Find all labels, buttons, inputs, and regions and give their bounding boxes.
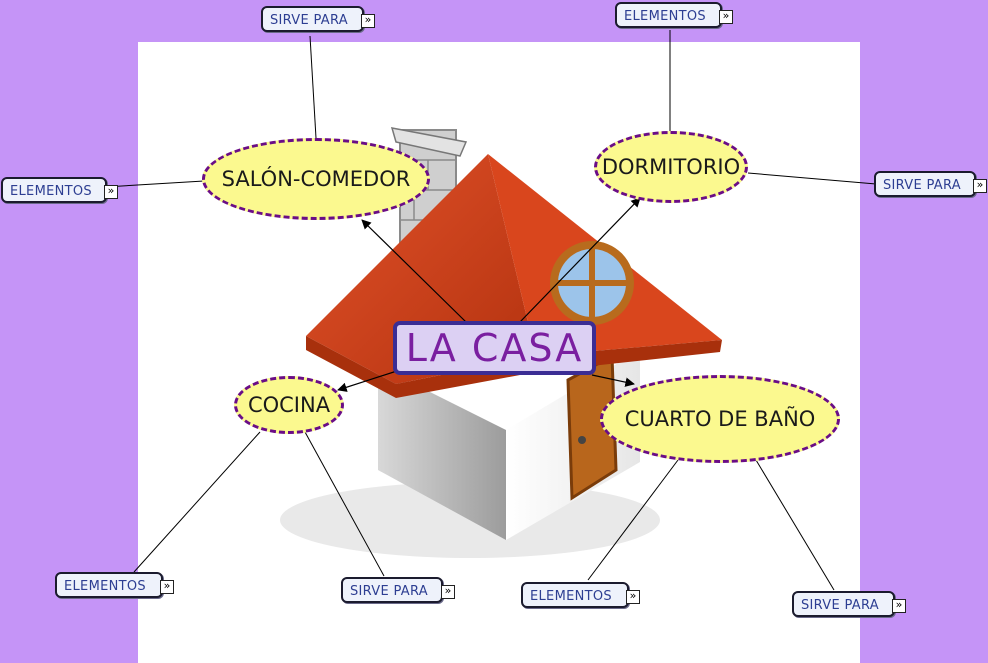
- dormitorio-elementos-label[interactable]: ELEMENTOS: [615, 2, 722, 28]
- expand-icon[interactable]: »: [626, 590, 640, 604]
- link-text: ELEMENTOS: [530, 589, 612, 604]
- salon-elementos-label[interactable]: ELEMENTOS: [1, 177, 107, 203]
- link-text: ELEMENTOS: [64, 579, 146, 594]
- expand-icon[interactable]: »: [719, 10, 733, 24]
- concept-cocina[interactable]: COCINA: [234, 376, 344, 434]
- expand-icon[interactable]: »: [361, 14, 375, 28]
- link-text: SIRVE PARA: [883, 178, 961, 193]
- link-text: SIRVE PARA: [801, 598, 879, 613]
- link-text: ELEMENTOS: [10, 184, 92, 199]
- connector-lines: [104, 30, 877, 591]
- dormitorio-sirve-para-label[interactable]: SIRVE PARA: [874, 171, 976, 197]
- expand-icon[interactable]: »: [441, 585, 455, 599]
- expand-icon[interactable]: »: [892, 599, 906, 613]
- cocina-sirve-para-label[interactable]: SIRVE PARA: [341, 577, 443, 603]
- concept-salon-comedor[interactable]: SALÓN-COMEDOR: [202, 138, 430, 220]
- main-concept-label: LA CASA: [405, 326, 584, 370]
- bano-elementos-label[interactable]: ELEMENTOS: [521, 582, 629, 608]
- concept-label: DORMITORIO: [601, 155, 741, 179]
- concept-dormitorio[interactable]: DORMITORIO: [594, 131, 748, 203]
- concept-label: COCINA: [247, 393, 331, 417]
- expand-icon[interactable]: »: [973, 179, 987, 193]
- link-text: ELEMENTOS: [624, 9, 706, 24]
- expand-icon[interactable]: »: [160, 580, 174, 594]
- link-text: SIRVE PARA: [350, 584, 428, 599]
- salon-sirve-para-label[interactable]: SIRVE PARA: [261, 6, 364, 32]
- main-arrows: [337, 197, 641, 392]
- cocina-elementos-label[interactable]: ELEMENTOS: [55, 572, 163, 598]
- concept-label: CUARTO DE BAÑO: [624, 407, 816, 431]
- bano-sirve-para-label[interactable]: SIRVE PARA: [792, 591, 895, 617]
- link-text: SIRVE PARA: [270, 13, 348, 28]
- expand-icon[interactable]: »: [104, 185, 118, 199]
- main-concept-la-casa[interactable]: LA CASA: [393, 321, 596, 375]
- concept-label: SALÓN-COMEDOR: [221, 167, 411, 191]
- concept-cuarto-de-bano[interactable]: CUARTO DE BAÑO: [600, 375, 840, 463]
